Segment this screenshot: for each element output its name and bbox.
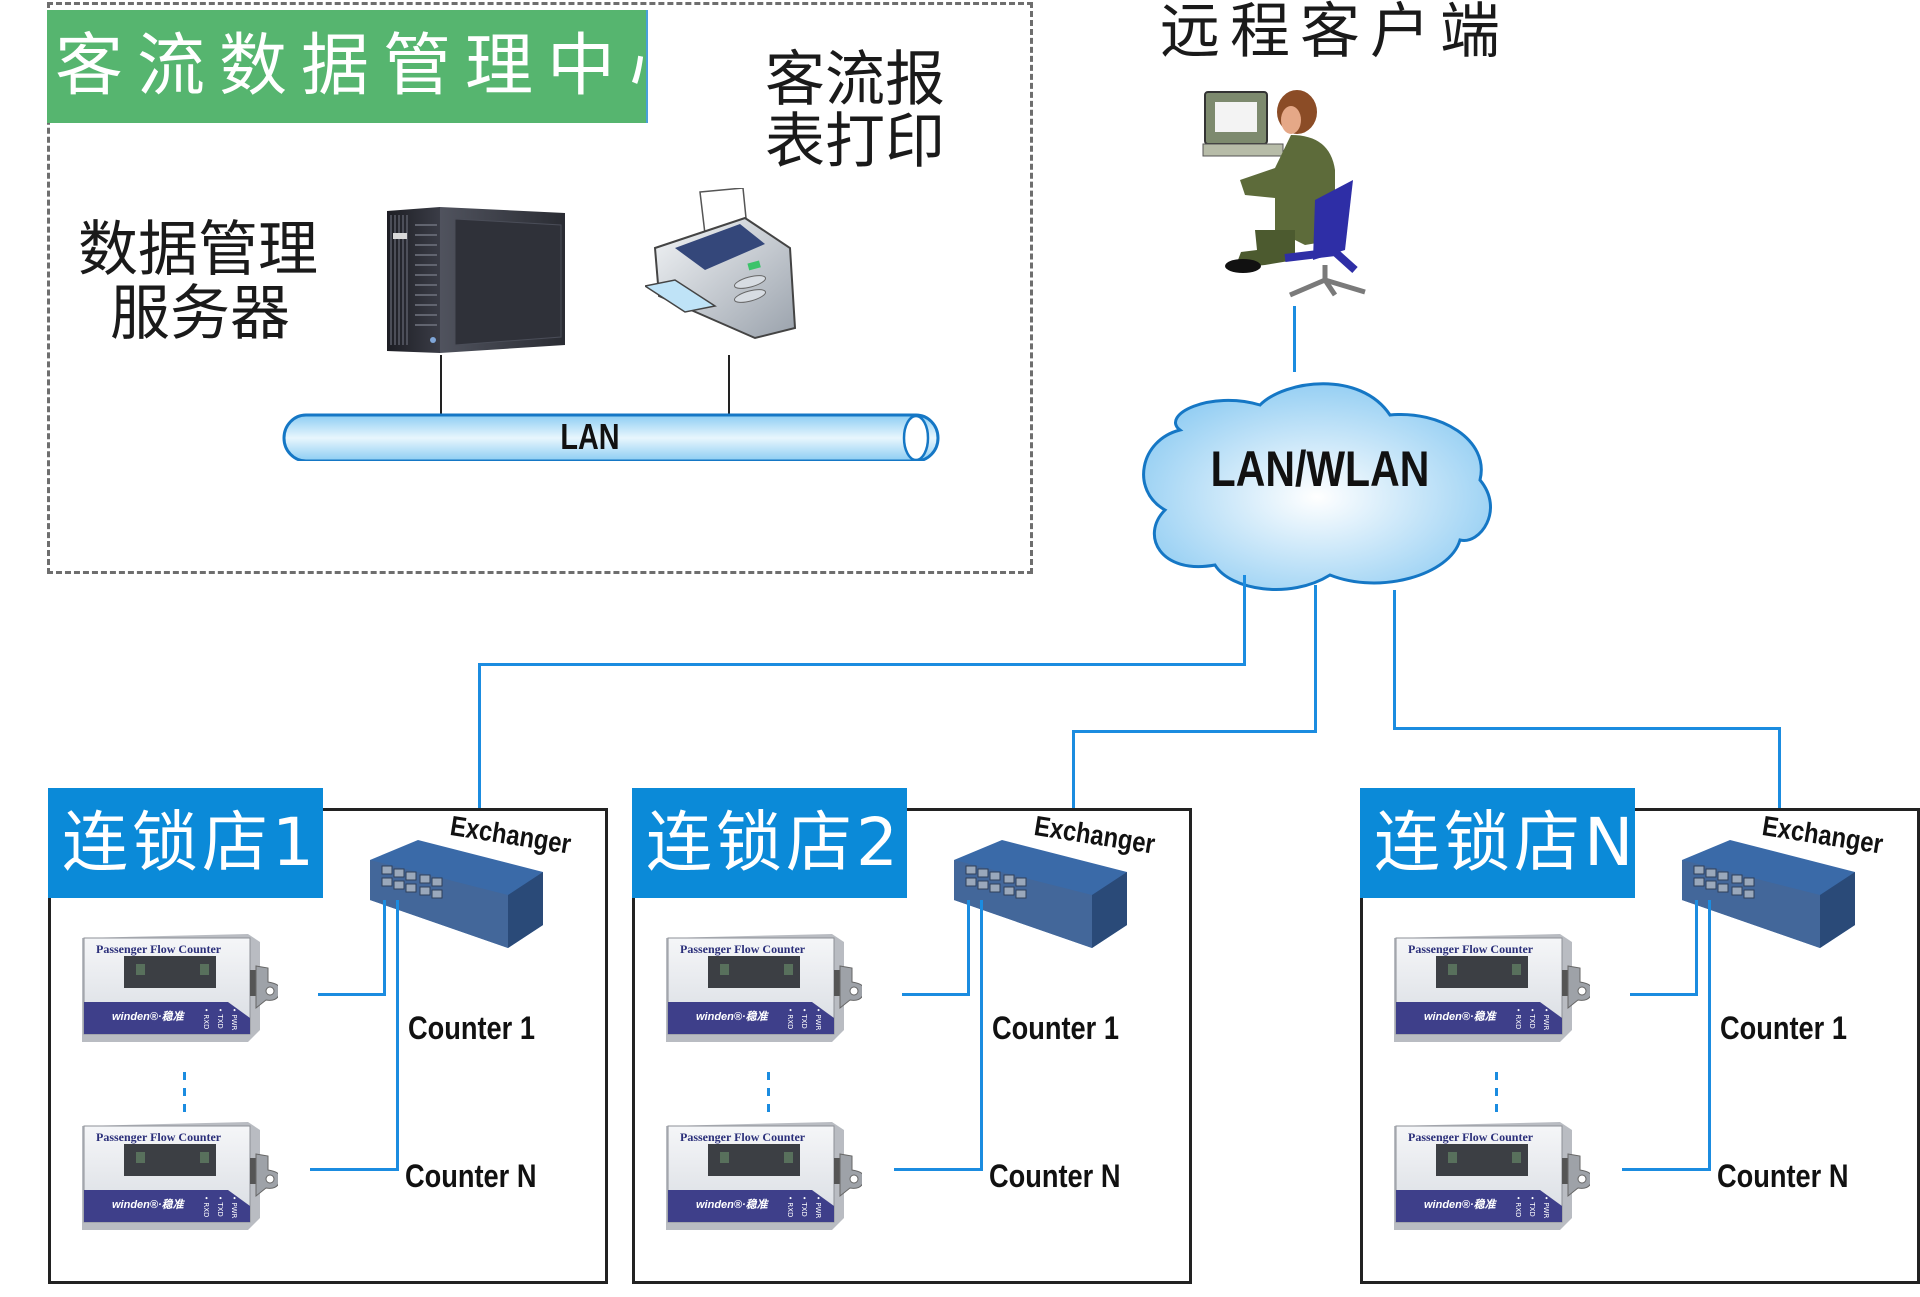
device-brand: winden®·稳准 (1424, 1199, 1496, 1211)
device-brand: winden®·稳准 (696, 1011, 768, 1023)
remote-client-label: 远程客户端 (1160, 0, 1510, 67)
device-led-pwr: • PWR (814, 1008, 822, 1031)
counter1-cable (1630, 993, 1698, 996)
link-cloud-storeN-a (1393, 590, 1396, 730)
device-led-rxd: • RXD (202, 1196, 210, 1218)
counter-device-icon (82, 1122, 278, 1230)
data-center-title: 客流数据管理中心 (47, 10, 697, 123)
counter-n-label: Counter N (405, 1158, 537, 1194)
link-cloud-storeN-b (1393, 727, 1781, 730)
device-title: Passenger Flow Counter (1408, 1130, 1534, 1144)
data-center-boundary (47, 2, 1033, 574)
more-counters-ellipsis (183, 1072, 186, 1112)
server-label-line1: 数据管理 (78, 215, 318, 285)
counter-device-icon (666, 1122, 862, 1230)
server-lan-connector (440, 355, 442, 415)
device-led-txd: • TXD (216, 1196, 224, 1217)
counter1-cable (318, 993, 386, 996)
device-led-pwr: • PWR (814, 1196, 822, 1219)
device-led-txd: • TXD (800, 1008, 808, 1029)
remote-user-computer-icon (1202, 90, 1366, 298)
switch-port-link-counter1 (1695, 900, 1698, 995)
network-switch-icon (954, 840, 1127, 948)
device-led-txd: • TXD (800, 1196, 808, 1217)
passenger-flow-counter-device: Passenger Flow Counter winden®·稳准 • RXD • T… (78, 930, 278, 1045)
device-brand: winden®·稳准 (1424, 1011, 1496, 1023)
device-led-pwr: • PWR (230, 1008, 238, 1031)
passenger-flow-counter-device: Passenger Flow Counter winden®·稳准 • RXD • T… (1390, 1118, 1590, 1233)
counterN-cable (310, 1168, 399, 1171)
switch-port-link-counterN (1708, 900, 1711, 1170)
device-title: Passenger Flow Counter (96, 1130, 222, 1144)
device-title: Passenger Flow Counter (96, 942, 222, 956)
counterN-cable (1622, 1168, 1711, 1171)
counter-1-label: Counter 1 (408, 1010, 535, 1046)
link-cloud-storeN-c (1778, 727, 1781, 835)
remote-to-cloud-link (1293, 306, 1296, 372)
device-brand: winden®·稳准 (112, 1199, 184, 1211)
device-title: Passenger Flow Counter (1408, 942, 1534, 956)
store-label: 连锁店2 (632, 788, 907, 898)
passenger-flow-counter-device: Passenger Flow Counter winden®·稳准 • RXD • T… (1390, 930, 1590, 1045)
device-led-txd: • TXD (1528, 1008, 1536, 1029)
device-led-rxd: • RXD (786, 1196, 794, 1218)
link-cloud-store2-c (1072, 730, 1075, 835)
passenger-flow-counter-device: Passenger Flow Counter winden®·稳准 • RXD • T… (78, 1118, 278, 1233)
more-counters-ellipsis (1495, 1072, 1498, 1112)
link-cloud-store1-b (478, 663, 1246, 666)
printer-label-line2: 表打印 (765, 107, 945, 177)
link-cloud-store1-c (478, 663, 481, 835)
printer-lan-connector (728, 355, 730, 415)
counter-device-icon (1394, 1122, 1590, 1230)
passenger-flow-counter-device: Passenger Flow Counter winden®·稳准 • RXD • T… (662, 1118, 862, 1233)
counter-1-label: Counter 1 (1720, 1010, 1847, 1046)
counter-device-icon (666, 934, 862, 1042)
device-led-pwr: • PWR (1542, 1008, 1550, 1031)
lan-label: LAN (560, 416, 620, 457)
switch-port-link-counterN (396, 900, 399, 1170)
link-cloud-store1-a (1243, 575, 1246, 666)
device-led-pwr: • PWR (230, 1196, 238, 1219)
link-cloud-store2-b (1072, 730, 1317, 733)
printer-label-line1: 客流报 (765, 45, 945, 115)
server-label-line2: 服务器 (110, 279, 290, 349)
link-cloud-store2-a (1314, 585, 1317, 733)
device-led-txd: • TXD (1528, 1196, 1536, 1217)
switch-port-link-counter1 (967, 900, 970, 995)
device-title: Passenger Flow Counter (680, 1130, 806, 1144)
device-brand: winden®·稳准 (112, 1011, 184, 1023)
store-label: 连锁店1 (48, 788, 323, 898)
cloud-label: LAN/WLAN (1210, 441, 1430, 497)
counter-device-icon (1394, 934, 1590, 1042)
lan-bus-pipe (282, 413, 940, 461)
network-switch-icon (1682, 840, 1855, 948)
device-led-txd: • TXD (216, 1008, 224, 1029)
network-cloud-icon (1142, 382, 1492, 591)
counter-1-label: Counter 1 (992, 1010, 1119, 1046)
switch-port-link-counterN (980, 900, 983, 1170)
device-led-rxd: • RXD (1514, 1008, 1522, 1030)
device-title: Passenger Flow Counter (680, 942, 806, 956)
store-label: 连锁店N (1360, 788, 1635, 898)
printer-icon (645, 188, 797, 340)
device-led-rxd: • RXD (786, 1008, 794, 1030)
counter-n-label: Counter N (989, 1158, 1121, 1194)
counter1-cable (902, 993, 970, 996)
switch-port-link-counter1 (383, 900, 386, 995)
more-counters-ellipsis (767, 1072, 770, 1112)
passenger-flow-counter-device: Passenger Flow Counter winden®·稳准 • RXD • T… (662, 930, 862, 1045)
device-brand: winden®·稳准 (696, 1199, 768, 1211)
counter-n-label: Counter N (1717, 1158, 1849, 1194)
counter-device-icon (82, 934, 278, 1042)
device-led-rxd: • RXD (1514, 1196, 1522, 1218)
server-icon (387, 207, 565, 353)
device-led-rxd: • RXD (202, 1008, 210, 1030)
network-switch-icon (370, 840, 543, 948)
counterN-cable (894, 1168, 983, 1171)
device-led-pwr: • PWR (1542, 1196, 1550, 1219)
